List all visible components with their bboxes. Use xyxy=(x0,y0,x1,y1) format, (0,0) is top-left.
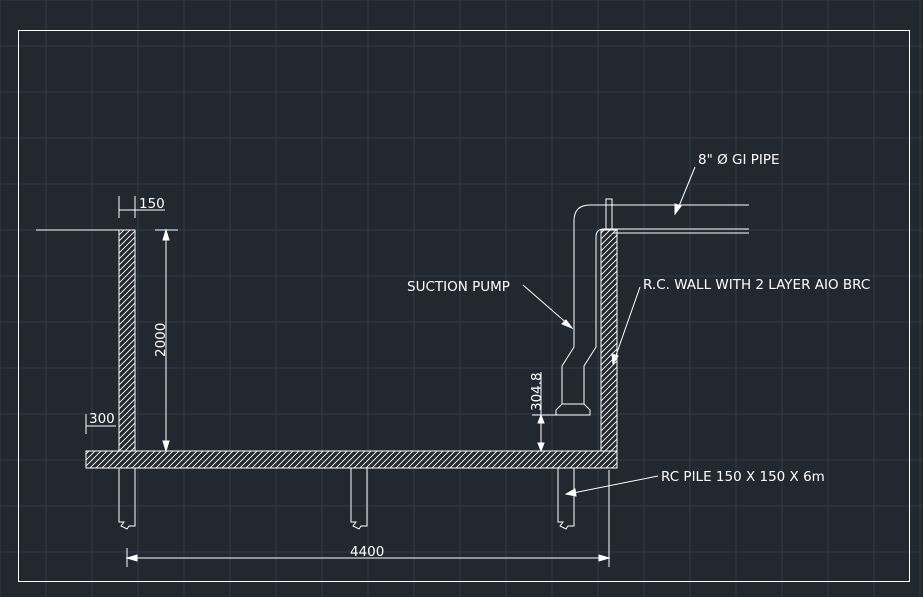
base-slab xyxy=(85,450,618,469)
pile-left xyxy=(118,468,136,530)
pipe-outer-line xyxy=(561,204,749,404)
pipe-label: 8" Ø GI PIPE xyxy=(698,152,780,168)
dim-slab-thickness xyxy=(85,414,116,434)
leaders xyxy=(522,166,696,497)
right-wall xyxy=(600,229,618,452)
pump-leader xyxy=(522,284,571,327)
pile-middle xyxy=(350,468,368,530)
pile-right xyxy=(557,468,575,530)
pipe-leader xyxy=(676,166,696,212)
tank-structure xyxy=(85,229,618,469)
dim-wall-height xyxy=(155,228,178,453)
pipe-flange xyxy=(605,198,613,231)
dim-slab-thickness-text: 300 xyxy=(89,411,115,427)
dim-total-width-text: 4400 xyxy=(350,544,384,560)
pile-leader xyxy=(567,475,659,495)
piles xyxy=(118,468,575,530)
pile-label: RC PILE 150 X 150 X 6m xyxy=(661,469,825,485)
suction-pump-label: SUCTION PUMP xyxy=(407,279,510,295)
dim-pump-clearance xyxy=(532,372,556,453)
left-wall xyxy=(118,229,136,452)
wall-leader xyxy=(613,286,641,362)
wall-label: R.C. WALL WITH 2 LAYER AIO BRC xyxy=(643,277,870,293)
dim-wall-thickness xyxy=(118,196,165,218)
suction-strainer xyxy=(555,403,591,416)
drawing-border xyxy=(18,30,910,582)
gi-pipe xyxy=(555,198,749,416)
dim-wall-thickness-text: 150 xyxy=(139,196,165,212)
pipe-inner-line xyxy=(583,228,749,404)
dim-wall-height-text: 2000 xyxy=(153,323,169,357)
dim-pump-clearance-text: 304.8 xyxy=(529,372,545,411)
